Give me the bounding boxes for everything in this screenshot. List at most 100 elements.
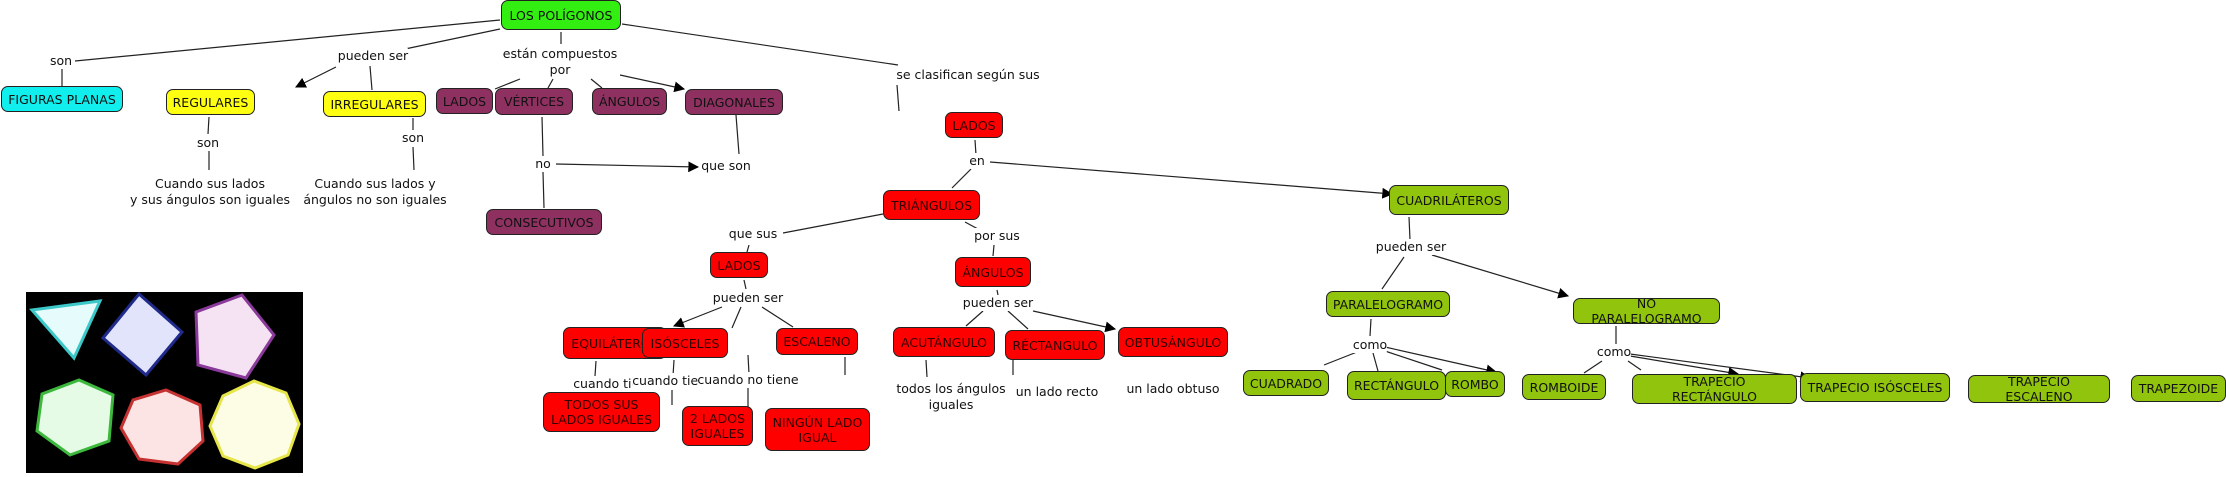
edge-porsus-angulos bbox=[992, 244, 995, 257]
node-irregulares[interactable]: IRREGULARES bbox=[323, 91, 426, 117]
link-son-irregulares: son bbox=[401, 130, 425, 146]
link-por-sus: por sus bbox=[974, 228, 1020, 244]
hexagon-shape bbox=[35, 378, 115, 457]
node-ningun-lado-igual[interactable]: NINGÚN LADO IGUAL bbox=[765, 408, 870, 451]
edge-angtri-pueden bbox=[996, 289, 999, 296]
node-figuras-planas[interactable]: FIGURAS PLANAS bbox=[1, 86, 123, 112]
node-cuadrilateros[interactable]: CUADRILÁTEROS bbox=[1389, 185, 1509, 215]
node-rectangulo[interactable]: RECTÁNGULO bbox=[1347, 371, 1446, 400]
node-todos-lados-iguales[interactable]: TODOS SUS LADOS IGUALES bbox=[543, 392, 660, 432]
edge-tri-quesus bbox=[782, 213, 884, 234]
edge-esc-cuando bbox=[747, 354, 750, 375]
link-que-son: que son bbox=[701, 158, 751, 174]
edge-como-rectangulo bbox=[1372, 352, 1379, 372]
edge-como-rombo bbox=[1381, 349, 1443, 371]
heptagon-shape bbox=[119, 388, 205, 466]
link-en: en bbox=[969, 153, 985, 169]
edge-en-cuadrilateros bbox=[989, 161, 1394, 199]
pentagon-shape bbox=[194, 293, 276, 380]
edge-diag-queson bbox=[735, 114, 740, 155]
edge-cuad-pueden bbox=[1408, 216, 1411, 241]
node-no-paralelogramo[interactable]: NO PARALELOGRAMO bbox=[1573, 296, 1720, 326]
node-trapezoide[interactable]: TRAPEZOIDE bbox=[2131, 375, 2226, 402]
edge-vert-no bbox=[541, 116, 544, 157]
edge-root-clasifican bbox=[621, 23, 899, 66]
node-vertices[interactable]: VÉRTICES bbox=[495, 88, 573, 115]
link-como-paralelogramo: como bbox=[1352, 337, 1388, 353]
link-pueden-ser-root: pueden ser bbox=[337, 48, 409, 64]
edge-ladostri-pueden bbox=[743, 279, 747, 290]
edge-comp-diagonales bbox=[619, 74, 686, 93]
node-rombo[interactable]: ROMBO bbox=[1445, 371, 1505, 397]
octagon-shape bbox=[208, 379, 301, 470]
link-pueden-ser-angulos: pueden ser bbox=[962, 295, 1034, 311]
edge-en-triangulos bbox=[951, 168, 972, 189]
edge-pueden-acut bbox=[965, 310, 984, 327]
edge-como-cuadrado bbox=[1323, 351, 1358, 366]
link-pueden-ser-lados: pueden ser bbox=[712, 290, 784, 306]
link-compuestos: están compuestos por bbox=[502, 46, 618, 78]
edge-paralelo-como bbox=[1369, 318, 1372, 337]
edge-pueden-obtus bbox=[1032, 310, 1117, 333]
edge-pueden-isos bbox=[731, 306, 742, 329]
edge-como-trapesc bbox=[1629, 355, 1740, 378]
edge-pueden-equi bbox=[672, 306, 723, 328]
link-que-sus: que sus bbox=[728, 226, 778, 242]
text-def-acutangulo: todos los ángulos iguales bbox=[896, 381, 1006, 413]
node-regulares[interactable]: REGULARES bbox=[166, 89, 255, 115]
node-trapecio-escaleno[interactable]: TRAPECIO ESCALENO bbox=[1968, 374, 2110, 404]
node-lados-triangulos[interactable]: LADOS bbox=[710, 252, 768, 278]
edge-lados-en bbox=[974, 139, 977, 156]
node-lados-clasificacion[interactable]: LADOS bbox=[945, 112, 1003, 138]
edge-como-traprect bbox=[1583, 360, 1603, 374]
node-paralelogramo[interactable]: PARALELOGRAMO bbox=[1326, 291, 1450, 317]
node-consecutivos[interactable]: CONSECUTIVOS bbox=[486, 209, 602, 235]
edge-como-trapisos bbox=[1627, 360, 1642, 371]
link-son-regulares: son bbox=[196, 135, 220, 151]
node-trapecio-isosceles[interactable]: TRAPECIO ISÓSCELES bbox=[1800, 373, 1950, 402]
edge-clasifican-lados bbox=[896, 84, 900, 112]
text-def-irregulares: Cuando sus lados y ángulos no son iguale… bbox=[303, 176, 447, 208]
node-dos-lados-iguales[interactable]: 2 LADOS IGUALES bbox=[682, 406, 753, 446]
triangle-shape bbox=[29, 299, 103, 361]
node-angulos-triangulos[interactable]: ÁNGULOS bbox=[955, 257, 1031, 287]
edge-pueden-rect bbox=[1007, 310, 1029, 330]
edge-comp-angulos bbox=[590, 78, 603, 89]
node-romboide[interactable]: ROMBOIDE bbox=[1522, 374, 1606, 400]
link-cuando-no-tiene: cuando no tiene bbox=[697, 372, 799, 388]
edge-comp-vertices bbox=[547, 78, 554, 89]
edge-no-queson bbox=[555, 161, 700, 173]
link-como-no-paralelogramo: como bbox=[1596, 344, 1632, 360]
edge-reg-son bbox=[207, 116, 210, 135]
node-lados-componentes[interactable]: LADOS bbox=[436, 88, 493, 114]
node-obtusangulo[interactable]: OBTUSÁNGULO bbox=[1118, 327, 1228, 357]
node-acutangulo[interactable]: ACUTÁNGULO bbox=[893, 327, 995, 357]
edge-pueden-irregulares bbox=[369, 65, 373, 91]
node-trapecio-rectangulo[interactable]: TRAPECIO RECTÁNGULO bbox=[1632, 374, 1797, 404]
edge-rect-def bbox=[925, 359, 928, 378]
node-escaleno[interactable]: ESCALENO bbox=[776, 328, 858, 355]
edge-root-pueden bbox=[404, 28, 501, 50]
node-cuadrado[interactable]: CUADRADO bbox=[1243, 370, 1329, 396]
edge-pueden-regulares bbox=[295, 66, 337, 88]
edge-root-son bbox=[74, 19, 501, 62]
edge-pueden-paralelo bbox=[1381, 256, 1405, 290]
edge-equi-cuando bbox=[594, 360, 597, 377]
node-diagonales[interactable]: DIAGONALES bbox=[685, 89, 783, 115]
edge-quesus-lados bbox=[746, 244, 750, 253]
link-son-root: son bbox=[49, 53, 73, 69]
link-pueden-ser-cuadrilateros: pueden ser bbox=[1375, 239, 1447, 255]
polygon-examples-image bbox=[26, 291, 303, 473]
text-def-obtusangulo: un lado obtuso bbox=[1126, 381, 1220, 397]
edge-comp-lados bbox=[494, 78, 521, 90]
node-los-poligonos[interactable]: LOS POLÍGONOS bbox=[501, 0, 621, 30]
text-def-regulares: Cuando sus lados y sus ángulos son igual… bbox=[129, 176, 291, 208]
edge-no-consec bbox=[542, 171, 545, 209]
node-isosceles[interactable]: ISÓSCELES bbox=[642, 328, 728, 358]
node-triangulos[interactable]: TRIÁNGULOS bbox=[883, 190, 980, 220]
link-clasifican: se clasifican según sus bbox=[896, 67, 1040, 83]
node-angulos-componentes[interactable]: ÁNGULOS bbox=[592, 88, 667, 115]
node-rectangulo-triangulo[interactable]: RÉCTANGULO bbox=[1005, 330, 1105, 360]
square-shape bbox=[100, 291, 185, 378]
